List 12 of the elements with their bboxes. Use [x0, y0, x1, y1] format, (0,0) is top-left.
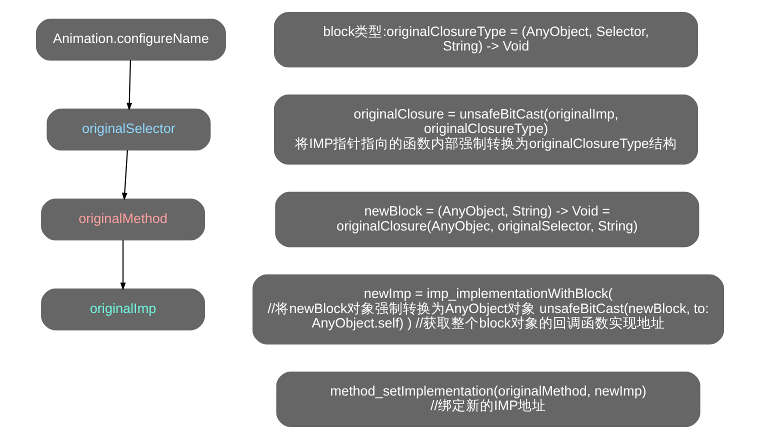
arrow	[120, 240, 126, 291]
node-box: originalImp	[40, 288, 204, 330]
node-box: Animation.configureName	[35, 18, 226, 61]
arrow	[126, 60, 132, 111]
arrow	[121, 150, 128, 201]
node-box: block类型:originalClosureType = (AnyObject, Selector, String) -> Void	[274, 12, 698, 68]
node-box: method_setImplementation(originalMethod, newImp) //绑定新的IMP地址	[276, 372, 700, 427]
node-box: originalSelector	[46, 108, 210, 151]
node-box: newImp = imp_implementationWithBlock( //将newBlock对象强制转换为AnyObject对象 unsafeBitCast(newBlock, to: AnyObject.self) ) //获取整个block对象的回调函数实现地址	[252, 274, 724, 344]
node-box: newBlock = (AnyObject, String) -> Void = originalClosure(AnyObjec, originalSelector, String)	[274, 192, 699, 248]
node-box: originalMethod	[40, 198, 204, 240]
node-box: originalClosure = unsafeBitCast(originalImp, originalClosureType) 将IMP指针指向的函数内部强制转换为originalClosureType结构	[274, 94, 698, 165]
